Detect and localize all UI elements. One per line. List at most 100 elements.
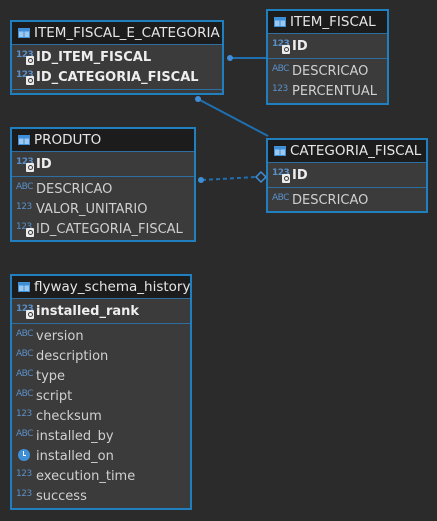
numeric-type-icon: 123 [16, 304, 35, 319]
text-type-icon: ABC [16, 429, 33, 439]
column-name: PERCENTUAL [292, 83, 378, 99]
text-type-icon: ABC [16, 389, 33, 399]
numeric-type-icon: 123 [16, 489, 32, 499]
column-name: installed_rank [36, 303, 140, 319]
numeric-type-icon: 123 [16, 222, 35, 237]
key-icon [26, 228, 34, 237]
column-name: ID_ITEM_FISCAL [36, 49, 152, 65]
relation-produto-categoria [201, 176, 257, 181]
numeric-type-icon: 123 [16, 70, 35, 85]
key-icon [26, 76, 34, 85]
column-name: DESCRICAO [292, 63, 369, 79]
column-name: description [36, 348, 109, 364]
column-name: ID [292, 38, 308, 54]
entity-title: flyway_schema_history [34, 279, 190, 295]
key-icon [26, 310, 34, 319]
column-name: ID [292, 167, 308, 183]
column-name: DESCRICAO [292, 192, 369, 208]
entity-title: ITEM_FISCAL [290, 14, 376, 30]
column-name: version [36, 328, 84, 344]
table-icon [274, 146, 286, 156]
numeric-type-icon: 123 [16, 469, 32, 479]
relation-item-fiscal-end [227, 55, 233, 61]
clock-icon [16, 448, 35, 464]
entity-header[interactable]: ITEM_FISCAL [268, 11, 387, 34]
column-name: installed_by [36, 428, 114, 444]
entity-title: CATEGORIA_FISCAL [290, 143, 422, 159]
column-row[interactable]: 123 execution_time [12, 466, 190, 486]
column-name: VALOR_UNITARIO [36, 201, 148, 217]
entity-header[interactable]: ITEM_FISCAL_E_CATEGORIA [12, 22, 222, 45]
numeric-type-icon: 123 [16, 409, 32, 419]
column-name: execution_time [36, 468, 136, 484]
relation-categoria-fiscal-end [195, 96, 201, 102]
text-type-icon: ABC [16, 329, 33, 339]
column-name: ID [36, 156, 52, 172]
numeric-type-icon: 123 [16, 50, 35, 65]
column-row[interactable]: installed_on [12, 446, 190, 466]
entity-header[interactable]: PRODUTO [12, 129, 194, 152]
column-name: ID_CATEGORIA_FISCAL [36, 69, 199, 85]
key-icon [26, 163, 34, 172]
numeric-type-icon: 123 [272, 39, 291, 54]
relation-produto-categoria-diamond [254, 170, 268, 184]
numeric-type-icon: 123 [272, 168, 291, 183]
table-icon [18, 135, 30, 145]
key-icon [26, 56, 34, 65]
relation-produto-categoria-end [198, 177, 204, 183]
text-type-icon: ABC [16, 349, 33, 359]
text-type-icon: ABC [272, 193, 289, 203]
table-icon [18, 282, 30, 292]
numeric-type-icon: 123 [16, 157, 35, 172]
entity-header[interactable]: CATEGORIA_FISCAL [268, 140, 426, 163]
entity-title: PRODUTO [34, 132, 102, 148]
table-icon [274, 17, 286, 27]
column-name: script [36, 388, 73, 404]
numeric-type-icon: 123 [16, 202, 32, 212]
relation-categoria-fiscal [197, 98, 269, 137]
text-type-icon: ABC [272, 64, 289, 74]
key-icon [282, 45, 290, 54]
column-name: success [36, 488, 87, 504]
column-name: DESCRICAO [36, 181, 113, 197]
key-icon [282, 174, 290, 183]
column-row[interactable]: 123 VALOR_UNITARIO [12, 199, 194, 219]
text-type-icon: ABC [16, 369, 33, 379]
entity-header[interactable]: flyway_schema_history [12, 276, 190, 299]
text-type-icon: ABC [16, 182, 33, 192]
table-icon [18, 28, 30, 38]
column-row[interactable]: 123 success [12, 486, 190, 506]
